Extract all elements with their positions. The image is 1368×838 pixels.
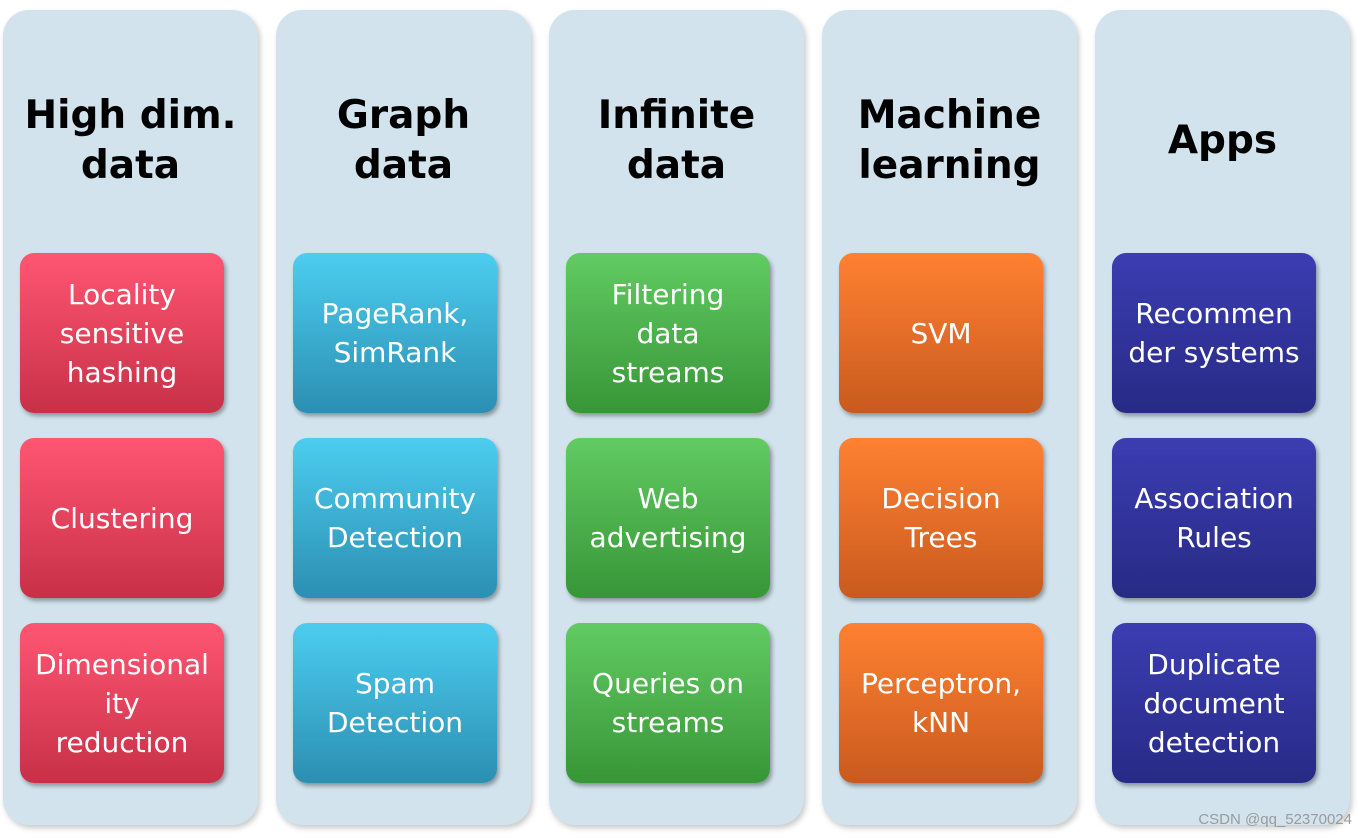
- column-title: Apps: [1167, 118, 1278, 163]
- column-title: High dim. data: [24, 93, 237, 188]
- topic-box: Web advertising: [566, 438, 770, 598]
- topic-box: SVM: [839, 253, 1043, 413]
- topic-box: Duplicate document detection: [1112, 623, 1316, 783]
- topic-box: Community Detection: [293, 438, 497, 598]
- column-title: Machine learning: [857, 93, 1042, 188]
- column-high-dim-data: High dim. data Locality sensitive hashin…: [3, 10, 258, 825]
- topic-box: Clustering: [20, 438, 224, 598]
- column-title: Graph data: [336, 93, 471, 188]
- topic-box: Dimensional ity reduction: [20, 623, 224, 783]
- topic-box: Queries on streams: [566, 623, 770, 783]
- column-title: Infinite data: [597, 93, 756, 188]
- column-machine-learning: Machine learning SVM Decision Trees Perc…: [822, 10, 1077, 825]
- topic-box: Filtering data streams: [566, 253, 770, 413]
- column-apps: Apps Recommen der systems Association Ru…: [1095, 10, 1350, 825]
- watermark: CSDN @qq_52370024: [1198, 811, 1352, 828]
- topic-box: Perceptron, kNN: [839, 623, 1043, 783]
- column-graph-data: Graph data PageRank, SimRank Community D…: [276, 10, 531, 825]
- topic-box: Decision Trees: [839, 438, 1043, 598]
- topic-box: PageRank, SimRank: [293, 253, 497, 413]
- topic-box: Recommen der systems: [1112, 253, 1316, 413]
- column-infinite-data: Infinite data Filtering data streams Web…: [549, 10, 804, 825]
- topic-box: Locality sensitive hashing: [20, 253, 224, 413]
- topic-box: Spam Detection: [293, 623, 497, 783]
- topic-box: Association Rules: [1112, 438, 1316, 598]
